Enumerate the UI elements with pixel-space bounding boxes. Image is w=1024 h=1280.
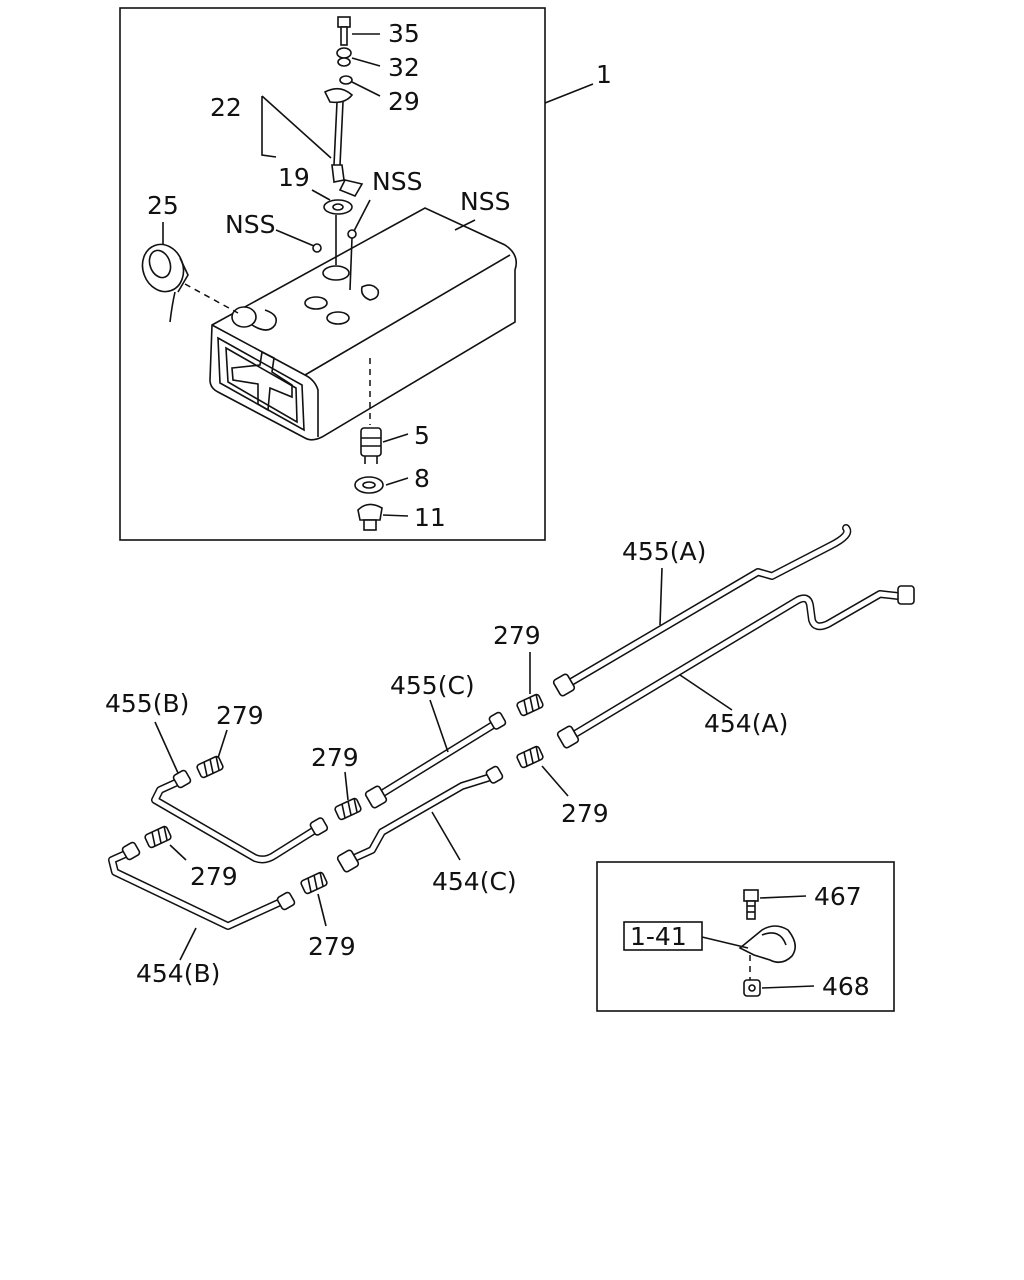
fuel-pipes: 455(A) 454(A) 455(B) 455(C) 454(B) 454(C… (105, 524, 915, 988)
callout-454c: 454(C) (432, 867, 517, 896)
callout-455c: 455(C) (390, 671, 475, 700)
callout-1: 1 (596, 60, 612, 89)
fitting-279-b (516, 745, 544, 769)
gasket-19 (323, 199, 353, 215)
callout-nss-left: NSS (225, 210, 275, 239)
fitting-279-c (334, 797, 362, 821)
callout-279-c: 279 (311, 743, 359, 772)
callout-279-e: 279 (190, 862, 238, 891)
callout-279-d: 279 (216, 701, 264, 730)
callout-455a: 455(A) (622, 537, 706, 566)
callout-455b: 455(B) (105, 689, 189, 718)
pipe-454b (108, 841, 296, 930)
ref-box-1-41 (623, 921, 703, 951)
filler-neck (231, 306, 257, 328)
tank-inset-frame (119, 7, 546, 541)
drain-plug-5 (360, 427, 382, 464)
callout-8: 8 (414, 464, 430, 493)
callout-19: 19 (278, 163, 310, 192)
callout-467: 467 (814, 882, 862, 911)
fitting-279-f (300, 871, 328, 895)
nut-468 (743, 979, 761, 997)
gasket-8 (354, 476, 384, 494)
callout-25: 25 (147, 191, 179, 220)
clamp (738, 925, 796, 980)
callout-11: 11 (414, 503, 446, 532)
fuel-sender-unit (304, 87, 380, 325)
callout-279-a: 279 (493, 621, 541, 650)
fitting-279-d (196, 755, 224, 779)
callout-454b: 454(B) (136, 959, 220, 988)
clamp-inset: 1-41 467 468 (596, 861, 895, 1012)
plug-11 (357, 503, 383, 531)
fuel-tank (209, 207, 518, 441)
pipe-455a (552, 524, 852, 697)
bolt-467 (743, 889, 759, 920)
nss-screw-b (347, 229, 357, 239)
callout-454a: 454(A) (704, 709, 788, 738)
clamp-inset-frame (596, 861, 895, 1012)
fuel-tank-inset: 35 32 29 1 22 19 NSS NSS NSS 25 5 8 11 (119, 7, 612, 541)
pipe-454c (336, 765, 504, 873)
callout-5: 5 (414, 421, 430, 450)
callout-32: 32 (388, 53, 420, 82)
callout-29: 29 (388, 87, 420, 116)
fuel-cap-25 (141, 243, 239, 323)
nss-screw-a (312, 243, 322, 253)
pipe-455c (364, 711, 507, 809)
callout-279-f: 279 (308, 932, 356, 961)
fitting-279-e (144, 825, 172, 849)
fitting-279-a (516, 693, 544, 717)
pipe-454a (556, 585, 915, 749)
bolt-35 (337, 16, 351, 46)
washer-29 (339, 75, 353, 85)
callout-nss-upper: NSS (372, 167, 422, 196)
callout-nss-tank: NSS (460, 187, 510, 216)
callout-468: 468 (822, 972, 870, 1001)
pipe-455b (151, 769, 329, 864)
callout-279-b: 279 (561, 799, 609, 828)
washer-32 (336, 47, 352, 59)
callout-35: 35 (388, 19, 420, 48)
ref-1-41: 1-41 (630, 922, 687, 951)
callout-22: 22 (210, 93, 242, 122)
